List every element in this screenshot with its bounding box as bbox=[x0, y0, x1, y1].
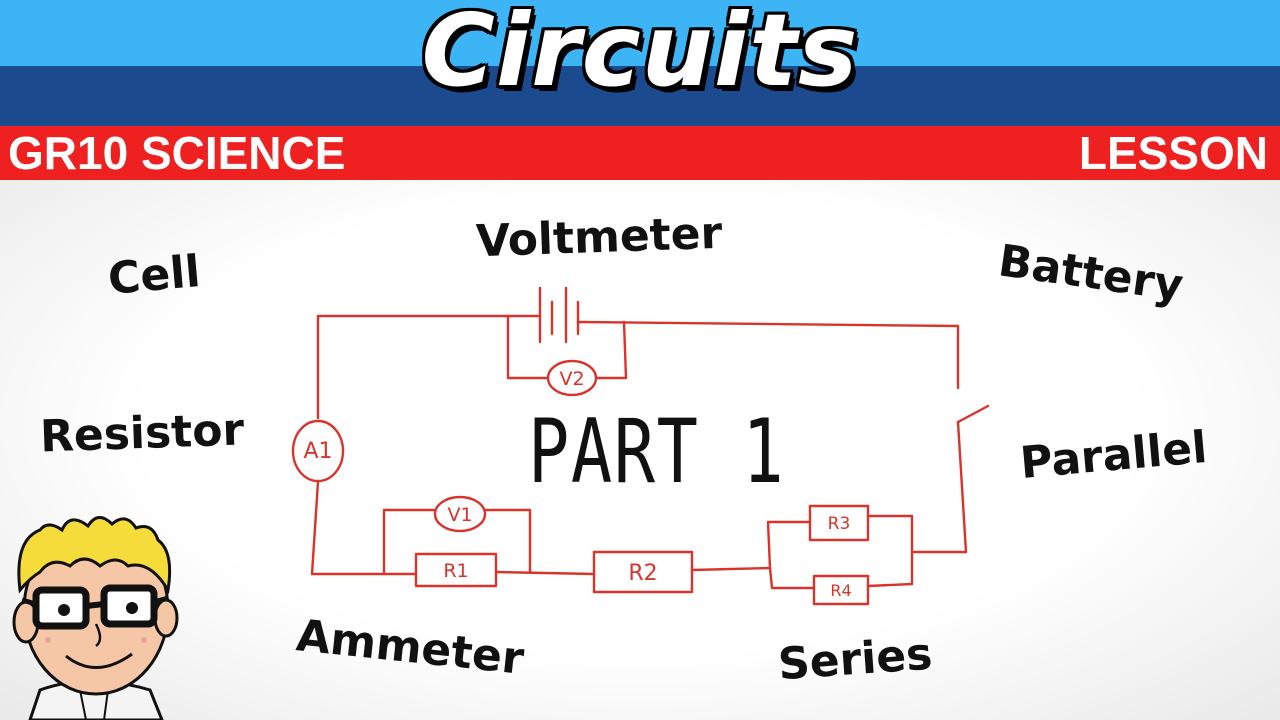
label-v2: V2 bbox=[559, 368, 584, 390]
label-r3: R3 bbox=[828, 514, 851, 534]
smile bbox=[65, 652, 133, 669]
header-mid-band bbox=[0, 66, 1280, 126]
wire-v2-left bbox=[506, 314, 550, 380]
header-red-band bbox=[0, 126, 1280, 180]
r4-box bbox=[812, 574, 870, 606]
v2-meter bbox=[546, 359, 598, 397]
header-top-band bbox=[0, 0, 1280, 66]
r2-box bbox=[592, 550, 694, 594]
hair bbox=[17, 516, 172, 595]
r1-box bbox=[414, 552, 498, 588]
wire-top-right bbox=[576, 320, 960, 390]
wire-r1-r2 bbox=[494, 570, 596, 576]
label-r2: R2 bbox=[628, 561, 657, 586]
wire-v1-right bbox=[484, 508, 532, 574]
lesson-title: Circuits bbox=[421, 0, 859, 109]
wire-bottom-left bbox=[310, 480, 418, 576]
whiteboard bbox=[0, 180, 1280, 720]
wire-v1-left bbox=[382, 508, 436, 576]
cartoon-character bbox=[12, 516, 179, 720]
label-r1: R1 bbox=[443, 560, 468, 582]
v1-meter bbox=[433, 495, 487, 533]
wire-r2-parallel bbox=[690, 566, 772, 572]
label-r4: R4 bbox=[830, 581, 851, 600]
r3-box bbox=[808, 504, 870, 542]
wire-r4-right bbox=[866, 582, 914, 588]
right-eye bbox=[126, 602, 138, 614]
grade-tag: GR10 SCIENCE bbox=[8, 127, 346, 179]
part-label: PART 1 bbox=[528, 400, 786, 503]
wire-right-down bbox=[910, 420, 968, 554]
wire-top-left bbox=[316, 314, 540, 420]
switch-lever bbox=[956, 404, 990, 424]
label-a1: A1 bbox=[303, 439, 332, 464]
wire-r4-left bbox=[768, 566, 816, 590]
wire-r3-right bbox=[866, 514, 914, 586]
wire-v2-right bbox=[594, 320, 628, 380]
left-eye bbox=[58, 604, 70, 616]
label-v1: V1 bbox=[447, 504, 472, 526]
wire-r3-left bbox=[766, 520, 812, 570]
lesson-tag: LESSON bbox=[1078, 127, 1268, 179]
